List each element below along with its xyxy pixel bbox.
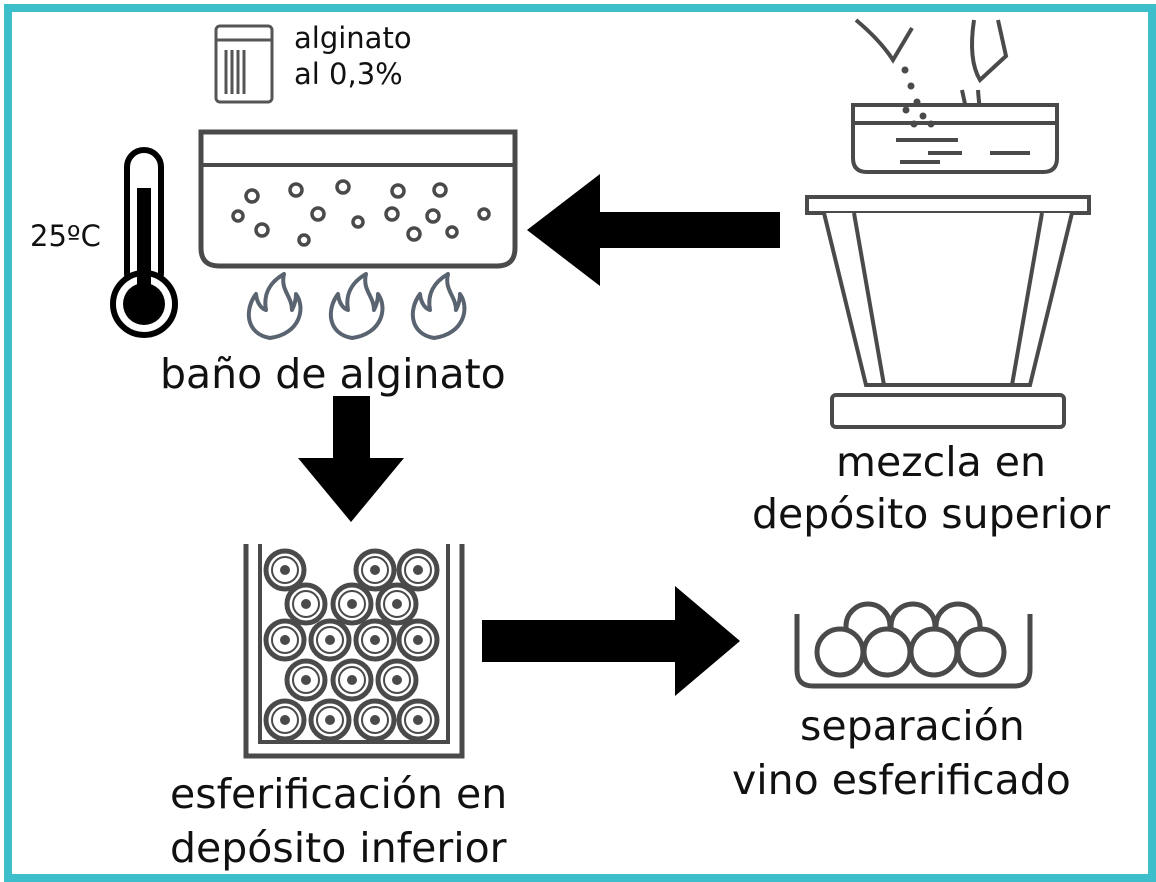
- spheres-bowl-icon: [794, 601, 1033, 689]
- flame-icon: [328, 272, 385, 340]
- sphere-ring: [271, 706, 299, 734]
- sphere-core: [413, 715, 423, 725]
- sphere-core: [280, 715, 290, 725]
- sphere-ring: [271, 556, 299, 584]
- sphere-ring: [292, 666, 320, 694]
- sphere-ring: [361, 556, 389, 584]
- sphere-core: [301, 675, 311, 685]
- alginate-jar-icon: [214, 24, 274, 104]
- spherification-tank-icon: [243, 544, 465, 759]
- sphere: [955, 626, 1007, 678]
- mixing-tank-icon: [805, 18, 1091, 429]
- sphere-ring: [383, 666, 411, 694]
- sphere-core: [280, 635, 290, 645]
- sphere-core: [325, 635, 335, 645]
- sphere-core: [413, 565, 423, 575]
- sphere-ring: [292, 590, 320, 618]
- temperature-label: 25ºC: [30, 219, 101, 253]
- sphere-core: [413, 635, 423, 645]
- sphere-ring: [361, 706, 389, 734]
- alginate-bath-icon: [198, 129, 518, 269]
- arrow-spherification-to-separation: [482, 586, 740, 696]
- mix-label-line1: mezcla en: [836, 438, 1046, 486]
- spherification-label-line2: depósito inferior: [170, 824, 507, 872]
- sphere-ring: [404, 556, 432, 584]
- sphere-ring: [404, 706, 432, 734]
- sphere-ring: [338, 590, 366, 618]
- sphere-core: [325, 715, 335, 725]
- sphere-core: [392, 675, 402, 685]
- sphere: [814, 626, 866, 678]
- sphere-ring: [404, 626, 432, 654]
- falling-drops: [901, 66, 935, 128]
- sphere-core: [347, 599, 357, 609]
- spherification-label-line1: esferificación en: [170, 770, 508, 818]
- sphere-core: [392, 599, 402, 609]
- mix-label-line2: depósito superior: [752, 490, 1111, 538]
- sphere: [861, 626, 913, 678]
- thermometer-icon: [110, 147, 178, 338]
- sphere: [908, 626, 960, 678]
- sphere-ring: [316, 706, 344, 734]
- sphere-ring: [338, 666, 366, 694]
- sphere-core: [280, 565, 290, 575]
- arrow-bath-to-spherification: [298, 396, 404, 522]
- alginate-jar-label-line2: al 0,3%: [294, 57, 403, 91]
- sphere-ring: [271, 626, 299, 654]
- arrow-mix-to-bath: [527, 174, 780, 286]
- sphere-ring: [361, 626, 389, 654]
- separation-label-line2: vino esferificado: [732, 756, 1071, 804]
- alginate-bath-label: baño de alginato: [160, 350, 506, 398]
- separation-label-line1: separación: [800, 702, 1025, 750]
- sphere-ring: [316, 626, 344, 654]
- sphere-core: [347, 675, 357, 685]
- flame-icon: [246, 272, 303, 340]
- sphere-core: [370, 635, 380, 645]
- sphere-core: [301, 599, 311, 609]
- alginate-jar-label-line1: alginato: [294, 21, 412, 55]
- sphere-ring: [383, 590, 411, 618]
- sphere-core: [370, 565, 380, 575]
- flame-icon: [410, 272, 467, 340]
- sphere-core: [370, 715, 380, 725]
